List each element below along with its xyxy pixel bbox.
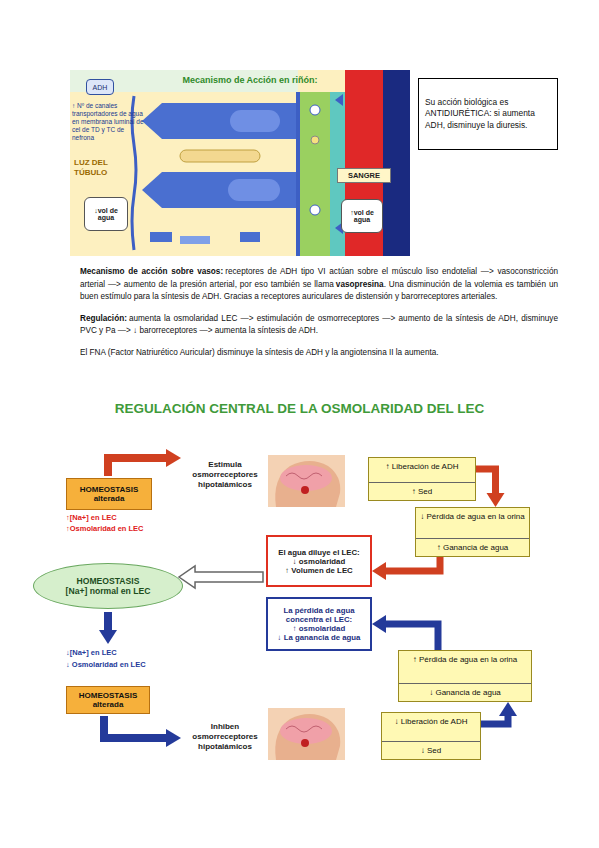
arrowhead (372, 562, 386, 580)
box-text: ADH (88, 84, 112, 91)
paragraph: Regulación:aumenta la osmolaridad LEC —>… (80, 313, 558, 338)
flow-arrow (104, 716, 181, 747)
text-body: Mecanismo de acción sobre vasos:receptor… (80, 266, 558, 368)
box-subtext: ↓ Ganancia de agua (399, 683, 531, 701)
note-box: Su acción biológica es ANTIDIURÉTICA: si… (418, 78, 558, 150)
result-box: El agua diluye el LEC:↓ osmolaridad↑ Vol… (266, 535, 372, 587)
box-subtext: ↑ Ganancia de agua (416, 538, 529, 556)
box-text: ↑ Pérdida de agua en la orina (399, 651, 531, 683)
region-label: SANGRE (337, 168, 391, 183)
state-label: ↓ Osmolaridad en LEC (66, 660, 176, 669)
flow-arrow (99, 612, 117, 644)
region-label: LUZ DEL TÚBULO (74, 158, 132, 178)
box-subtext: ↑ Volumen de LEC (271, 566, 367, 575)
paragraph: Mecanismo de acción sobre vasos:receptor… (80, 266, 558, 304)
arrowhead (487, 493, 505, 507)
flow-arrow (108, 449, 181, 476)
homeostasis-ellipse: HOMEOSTASIS[Na+] normal en LEC (33, 563, 183, 609)
box-subtext: ↓ Sed (382, 741, 480, 759)
box-text: ↓ Liberación de ADH (382, 713, 480, 741)
box-text: La pérdida de agua concentra el LEC: (271, 606, 367, 624)
arrowhead (372, 615, 386, 633)
state-label: ↓[Na+] en LEC (66, 648, 176, 657)
box-text: HOMEOSTASIS alterada (70, 485, 148, 503)
brain-picture (268, 708, 345, 760)
box-subtext: ↑ osmolaridad (271, 624, 367, 633)
diagram-title: REGULACIÓN CENTRAL DE LA OSMOLARIDAD DEL… (0, 401, 599, 416)
hollow-arrow (179, 566, 263, 588)
result-box: La pérdida de agua concentra el LEC:↑ os… (266, 597, 372, 651)
state-label: ↑Osmolaridad en LEC (66, 524, 176, 533)
effect-box: ↑ Pérdida de agua en la orina↓ Ganancia … (398, 650, 532, 702)
box-text: ↓ Pérdida de agua en la orina (416, 508, 529, 538)
connector (386, 624, 438, 650)
term: vasopresina (336, 280, 384, 289)
figure-title: Mecanismo de Acción en riñón: (175, 75, 325, 85)
annotation: ↑ Nº de canales transportadores de agua … (72, 102, 144, 142)
paragraph-text: El FNA (Factor Natriurético Auricular) d… (80, 348, 439, 357)
connector (386, 557, 440, 571)
state-box: HOMEOSTASIS alterada (66, 686, 150, 714)
brain-picture (268, 455, 345, 507)
hormone-tag: ADH (86, 79, 114, 95)
state-box: HOMEOSTASIS alterada (66, 478, 152, 510)
step-label: Inhiben osmorreceptores hipotalámicos (184, 722, 266, 752)
step-label: Estimula osmorreceptores hipotalámicos (184, 460, 266, 490)
volume-box: ↓vol de agua (84, 197, 128, 231)
connector (481, 716, 508, 724)
kidney-cell-figure (70, 70, 410, 256)
effect-box: ↑ Liberación de ADH↑ Sed (368, 457, 476, 501)
effect-box: ↓ Liberación de ADH↓ Sed (381, 712, 481, 760)
box-text: El agua diluye el LEC: (271, 548, 367, 557)
box-text: ↑ Liberación de ADH (369, 458, 475, 482)
paragraph: El FNA (Factor Natriurético Auricular) d… (80, 347, 558, 360)
box-text: HOMEOSTASIS alterada (70, 691, 146, 709)
box-subtext: ↓ La ganancia de agua (271, 633, 367, 642)
arrowhead (499, 702, 517, 716)
box-text: HOMEOSTASIS (44, 576, 172, 586)
box-text: Su acción biológica es ANTIDIURÉTICA: si… (425, 97, 551, 132)
paragraph-text: aumenta la osmolaridad LEC —> estimulaci… (80, 314, 558, 336)
connector (476, 469, 496, 493)
effect-box: ↓ Pérdida de agua en la orina↑ Ganancia … (415, 507, 530, 557)
state-label: ↑[Na+] en LEC (66, 513, 176, 522)
paragraph-lead: Mecanismo de acción sobre vasos: (80, 267, 223, 276)
box-subtext: [Na+] normal en LEC (44, 586, 172, 596)
box-subtext: ↓ osmolaridad (271, 557, 367, 566)
volume-box: ↑vol de agua (341, 199, 383, 233)
paragraph-lead: Regulación: (80, 314, 127, 323)
box-subtext: ↑ Sed (369, 482, 475, 500)
box-text: ↓vol de agua (87, 207, 125, 221)
box-text: ↑vol de agua (344, 209, 380, 223)
